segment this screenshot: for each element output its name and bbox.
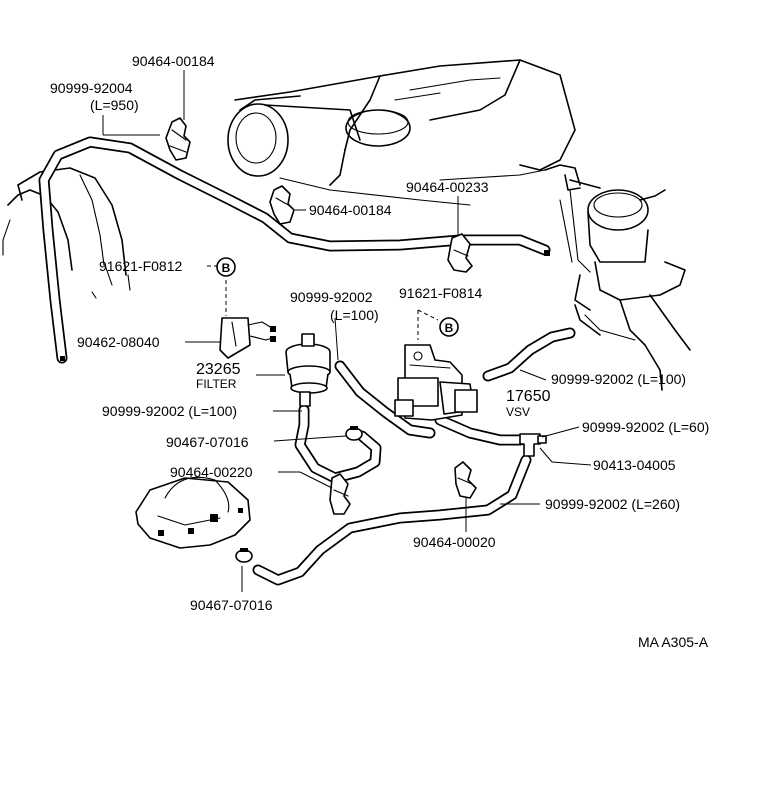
label-90999-92002-d: 90999-92002 (L=60) (582, 419, 709, 435)
label-91621-f0814: 91621-F0814 (399, 285, 483, 301)
leader-lines (102, 70, 592, 592)
drawing-code: MA A305-A (638, 634, 709, 650)
callout-b-text-1: B (222, 261, 231, 275)
filter-23265 (285, 333, 331, 407)
label-90999-92002-e: 90999-92002 (L=260) (545, 496, 680, 512)
clip-90464-00020 (454, 461, 477, 499)
callout-b-2: B (439, 317, 459, 337)
hose-vsv-to-tee-l60 (434, 414, 526, 446)
fender-illustration (2, 167, 131, 299)
vsv-17650 (394, 344, 478, 421)
label-90467-07016-a: 90467-07016 (166, 434, 249, 450)
hose-filter-down-l100 (294, 404, 382, 484)
label-90467-07016-b: 90467-07016 (190, 597, 273, 613)
label-filter: FILTER (196, 377, 237, 391)
clip-90464-00184-mid (269, 185, 295, 225)
hose-egr-to-vsv (482, 327, 576, 382)
bracket-90462-08040 (219, 317, 276, 359)
tee-90413-04005 (519, 433, 547, 457)
label-vsv: VSV (506, 405, 530, 419)
hose-90999-92004-l950 (38, 136, 551, 364)
hose-vsv-to-filter-l100 (334, 360, 436, 439)
clamp-90467-07016-b (235, 548, 253, 563)
engine-block-illustration (227, 59, 691, 391)
clip-90464-00220 (329, 473, 351, 515)
label-23265: 23265 (196, 361, 241, 378)
clamp-90467-07016-a (345, 426, 363, 441)
label-90464-00233: 90464-00233 (406, 179, 489, 195)
label-90464-00020: 90464-00020 (413, 534, 496, 550)
label-90999-92002-b: 90999-92002 (L=100) (102, 403, 237, 419)
label-90464-00184-top: 90464-00184 (132, 53, 215, 69)
label-l950: (L=950) (90, 97, 139, 113)
label-90464-00184-mid: 90464-00184 (309, 202, 392, 218)
label-90464-00220: 90464-00220 (170, 464, 253, 480)
hose-end-caps (60, 250, 550, 361)
label-l100-a: (L=100) (330, 307, 379, 323)
callout-b-1: B (216, 257, 236, 277)
label-90462-08040: 90462-08040 (77, 334, 160, 350)
part-labels: 90464-00184 90999-92004 (L=950) 90464-00… (50, 53, 709, 650)
label-91621-f0812: 91621-F0812 (99, 258, 183, 274)
label-90999-92004: 90999-92004 (50, 80, 133, 96)
label-90999-92002-a: 90999-92002 (290, 289, 373, 305)
label-90413-04005: 90413-04005 (593, 457, 676, 473)
callout-b-text-2: B (445, 321, 454, 335)
clip-90464-00233 (447, 233, 473, 273)
clip-90464-00184-top (165, 117, 191, 161)
label-17650: 17650 (506, 388, 551, 405)
label-90999-92002-c: 90999-92002 (L=100) (551, 371, 686, 387)
actuator-diaphragm (135, 476, 251, 549)
hose-tee-to-actuator-l260 (252, 454, 532, 586)
